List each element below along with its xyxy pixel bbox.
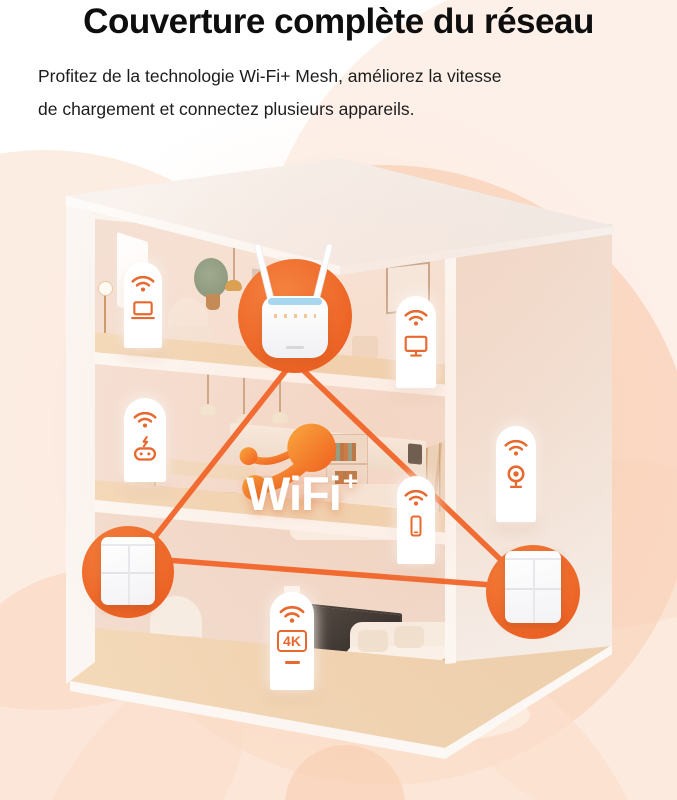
- sofa-cushion: [394, 626, 424, 648]
- wifi-plus-logo: WiFi+: [238, 418, 418, 538]
- side-box: [352, 336, 378, 358]
- background-blob: [285, 745, 405, 800]
- pendant-lamp: [225, 280, 242, 291]
- pendant-cord: [207, 372, 209, 406]
- 4k-label: 4K: [277, 630, 307, 652]
- robot-badge: [124, 398, 166, 482]
- wifi-logo-plus: +: [342, 466, 359, 496]
- wifi-icon: [131, 275, 155, 292]
- smart-robot-icon: [133, 436, 157, 461]
- router-top-strip: [268, 298, 322, 305]
- page-title: Couverture complète du réseau: [83, 2, 594, 41]
- tv-4k-badge: 4K: [270, 592, 314, 690]
- floor-lamp: [104, 290, 106, 352]
- laptop-icon: [131, 301, 155, 320]
- subtitle-line-1: Profitez de la technologie Wi-Fi+ Mesh, …: [38, 66, 502, 86]
- wifi-logo-text: WiFi+: [246, 466, 359, 521]
- wifi-icon: [133, 411, 157, 428]
- plant-pot: [206, 294, 220, 310]
- mesh-node-seam: [505, 558, 561, 560]
- pendant-cord: [233, 214, 235, 282]
- mesh-node-right: [505, 551, 561, 623]
- wifi-router: [253, 240, 334, 360]
- tv-badge: [396, 296, 436, 388]
- wifi-icon: [279, 605, 305, 623]
- floor-lamp-bulb: [98, 281, 113, 296]
- page-subtitle: Profitez de la technologie Wi-Fi+ Mesh, …: [38, 60, 598, 126]
- laptop-badge: [124, 262, 162, 348]
- router-logo-mark: [286, 346, 304, 349]
- pendant-lamp: [200, 404, 216, 415]
- wifi-icon: [504, 439, 528, 456]
- plant-leaves: [194, 258, 228, 298]
- mesh-node-seam: [101, 544, 155, 546]
- router-status-leds: [274, 314, 316, 318]
- mesh-node-left: [101, 537, 155, 605]
- sofa-cushion: [358, 630, 388, 652]
- wifi-icon: [404, 309, 428, 326]
- 4k-underline: [284, 661, 300, 664]
- wifi-logo-word: WiFi: [246, 467, 342, 520]
- subtitle-line-2: de chargement et connectez plusieurs app…: [38, 99, 415, 119]
- pendant-cord: [279, 376, 281, 414]
- pendant-cord: [243, 374, 245, 416]
- camera-badge: [496, 426, 536, 522]
- camera-icon: [507, 465, 525, 489]
- tv-icon: [404, 335, 428, 357]
